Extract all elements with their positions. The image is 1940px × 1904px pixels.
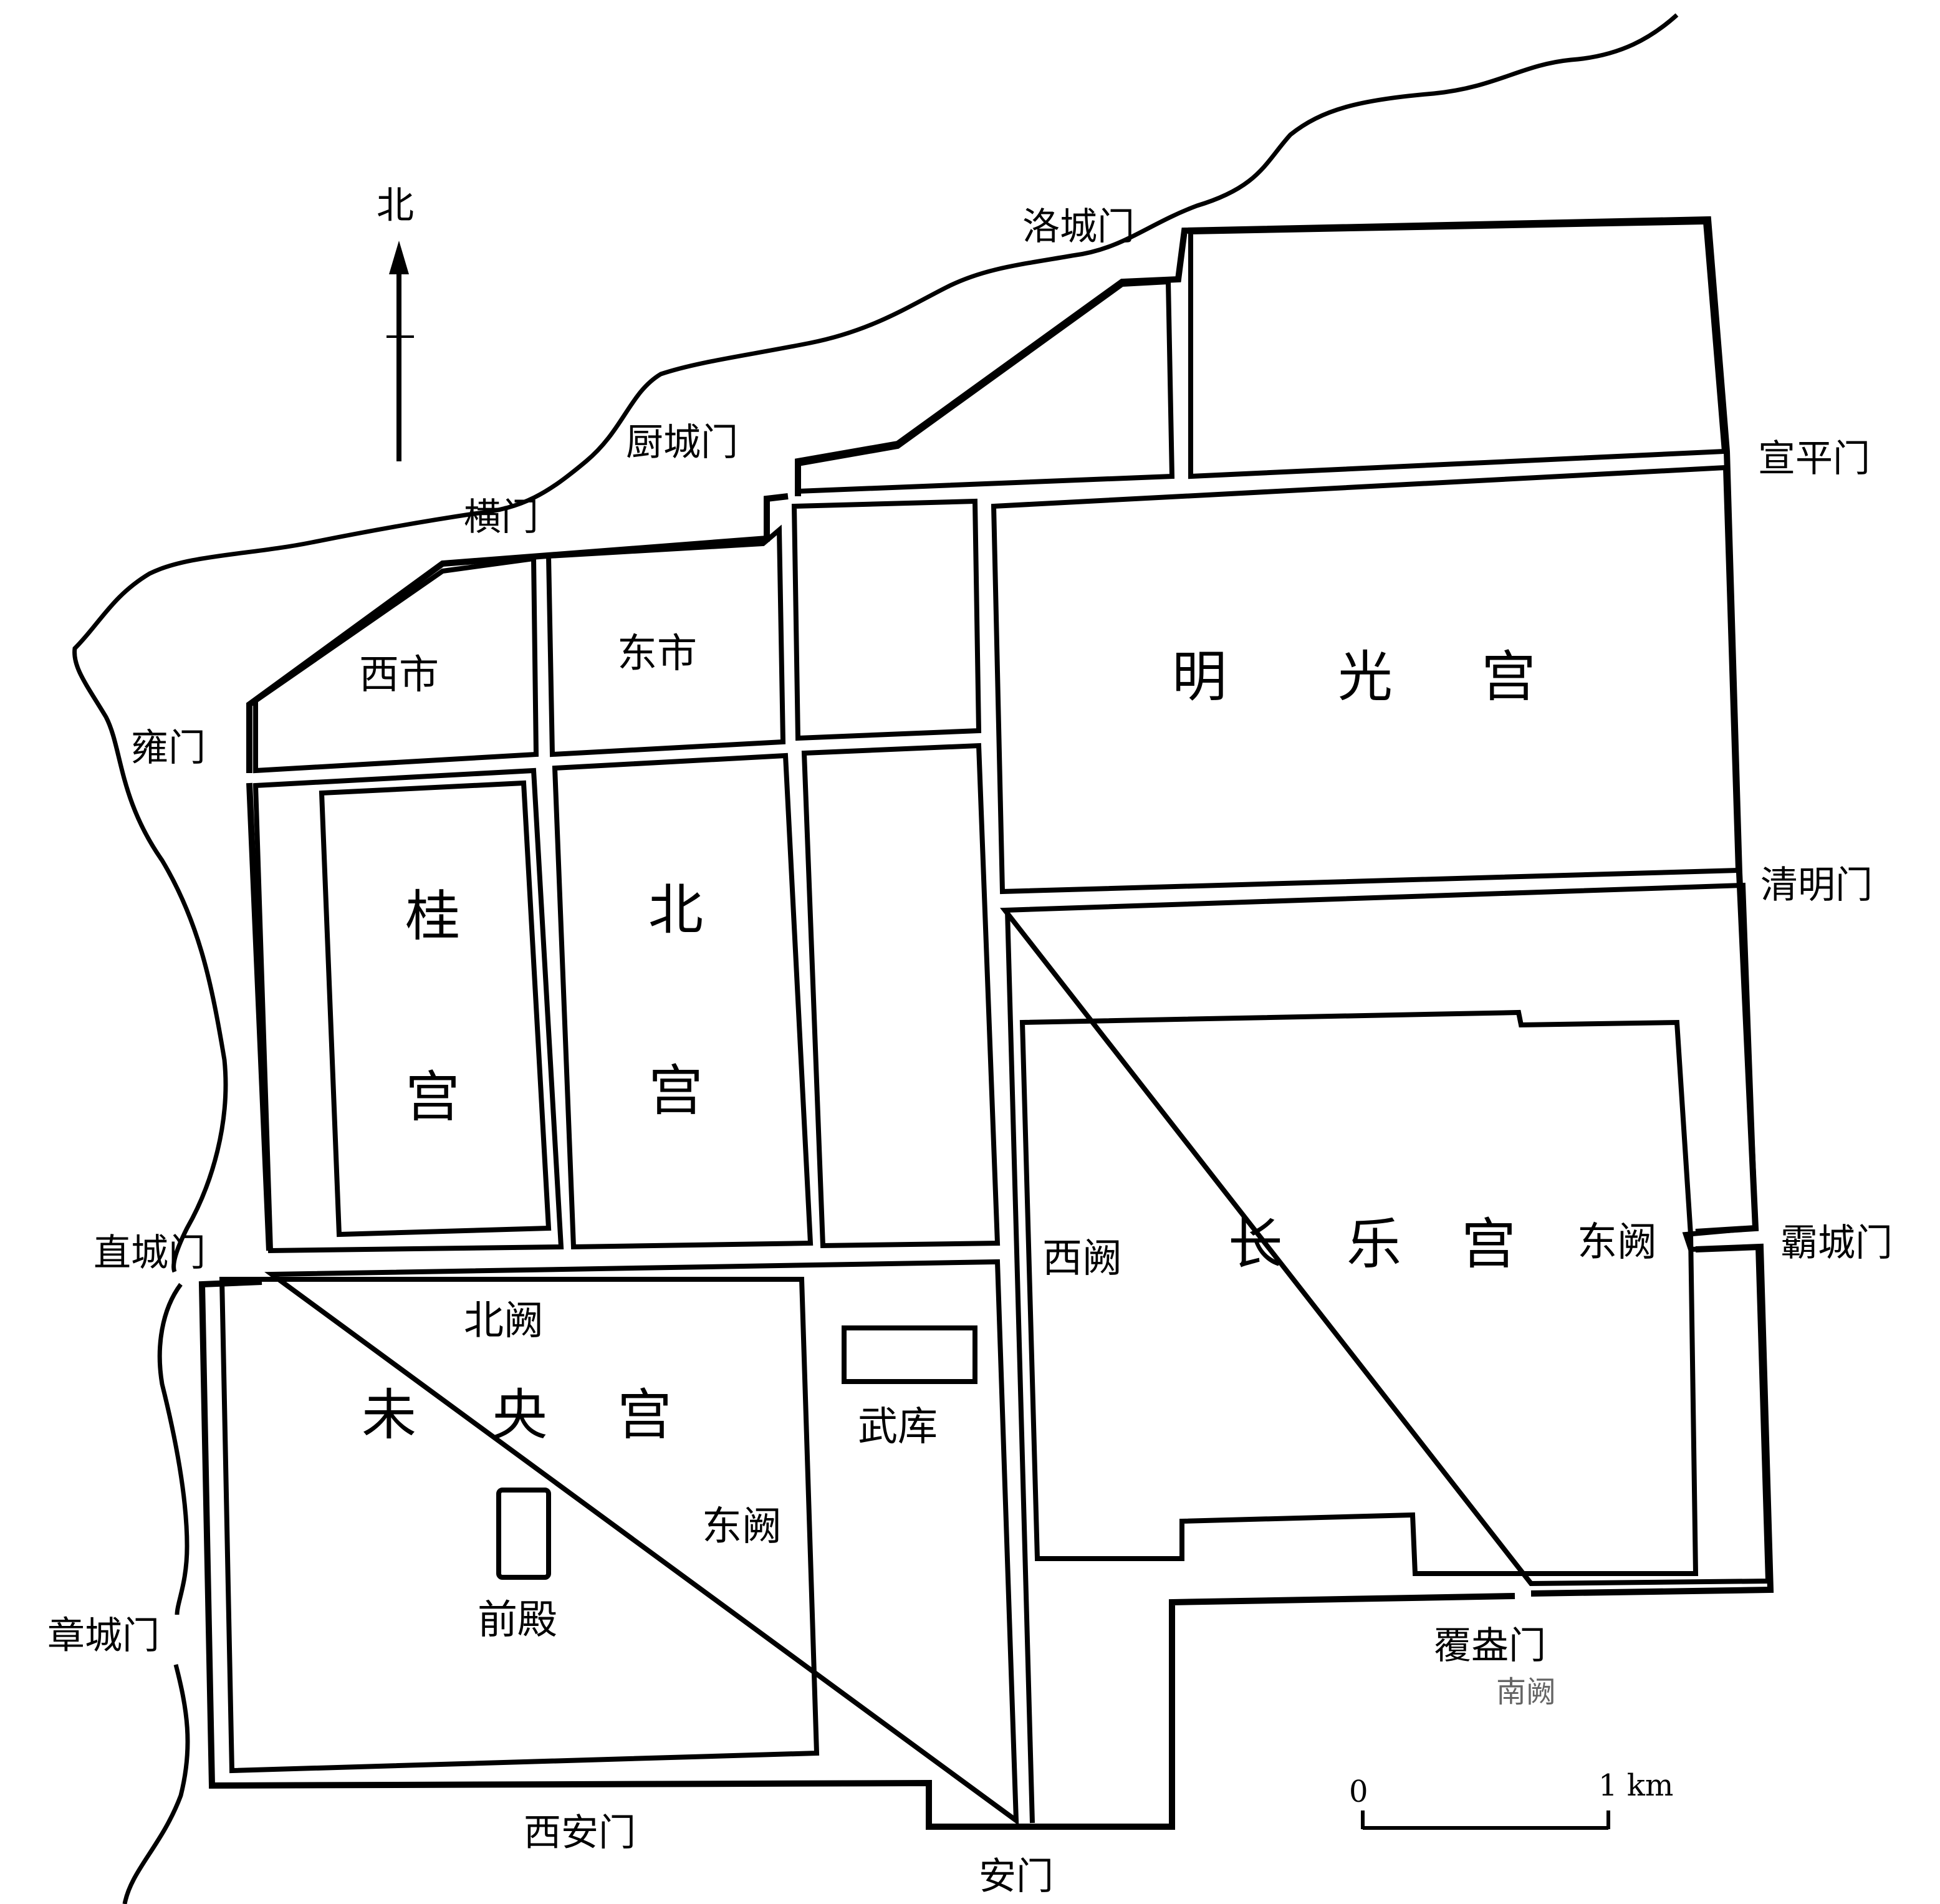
gate-zhangcheng: 章城门: [47, 1614, 160, 1658]
changle-west-que: 西阙: [1042, 1236, 1122, 1282]
gui-char-2: 宫: [405, 1065, 460, 1129]
weiyang-char-3: 宫: [617, 1383, 672, 1447]
gui-palace: [319, 780, 552, 1238]
east-of-bei-block: [801, 743, 1001, 1249]
gate-fuang: 覆盎门: [1434, 1624, 1546, 1668]
gate-an: 安门: [979, 1855, 1054, 1898]
mingguang-char-3: 宫: [1481, 645, 1536, 709]
mingguang-char-1: 明: [1172, 645, 1227, 709]
north-arrow-icon: [387, 241, 414, 461]
northwest-strip: [795, 279, 1175, 494]
gui-outer-block: [252, 767, 564, 1254]
gate-heng: 横门: [464, 496, 539, 539]
changle-palace: [1019, 1009, 1699, 1576]
river-south: [122, 1282, 190, 1904]
gate-yong: 雍门: [131, 726, 206, 770]
north-label: 北: [377, 184, 414, 228]
armory-label: 武库: [858, 1404, 938, 1450]
changle-east-que: 东阙: [1577, 1219, 1657, 1266]
gate-chucheng: 厨城门: [626, 421, 738, 464]
weiyang-outer: [264, 1259, 1019, 1826]
gate-xuanping: 宣平门: [1758, 437, 1870, 481]
east-market-block: [545, 524, 786, 757]
armory-building: [842, 1325, 977, 1384]
northeast-block: [1188, 219, 1727, 479]
west-market-block: [253, 555, 539, 774]
gate-qingming: 清明门: [1760, 863, 1873, 907]
north-block: [791, 498, 982, 741]
central-road-edge: [1005, 910, 1035, 1824]
river: [72, 13, 1679, 1273]
changle-south-que: 南阙: [1496, 1675, 1556, 1709]
front-hall-building: [496, 1488, 551, 1580]
weiyang-north-que: 北阙: [464, 1298, 544, 1344]
gate-xian: 西安门: [524, 1811, 636, 1855]
gui-char-1: 桂: [405, 884, 460, 948]
bei-palace-block: [552, 752, 814, 1250]
bei-char-1: 北: [648, 878, 703, 942]
scale-zero: 0: [1349, 1774, 1368, 1809]
scale-one-km: 1 km: [1598, 1768, 1673, 1803]
weiyang-char-1: 未: [362, 1383, 416, 1447]
gate-luocheng: 洛城门: [1022, 205, 1135, 249]
west-market-label: 西市: [359, 652, 439, 698]
bei-char-2: 宫: [648, 1059, 703, 1123]
gate-bacheng: 霸城门: [1780, 1221, 1893, 1265]
mingguang-palace-block: [991, 464, 1741, 895]
weiyang-char-2: 央: [492, 1383, 547, 1447]
changle-char-3: 宫: [1461, 1212, 1516, 1276]
gate-zhicheng: 直城门: [94, 1231, 206, 1275]
changle-char-2: 乐: [1347, 1212, 1401, 1276]
changle-char-1: 长: [1228, 1212, 1283, 1276]
east-market-label: 东市: [617, 631, 697, 677]
front-hall-label: 前殿: [478, 1597, 557, 1643]
mingguang-char-2: 光: [1338, 645, 1393, 709]
scale-bar: [1361, 1810, 1610, 1830]
weiyang-east-que: 东阙: [702, 1504, 782, 1550]
weiyang-palace: [219, 1277, 820, 1774]
